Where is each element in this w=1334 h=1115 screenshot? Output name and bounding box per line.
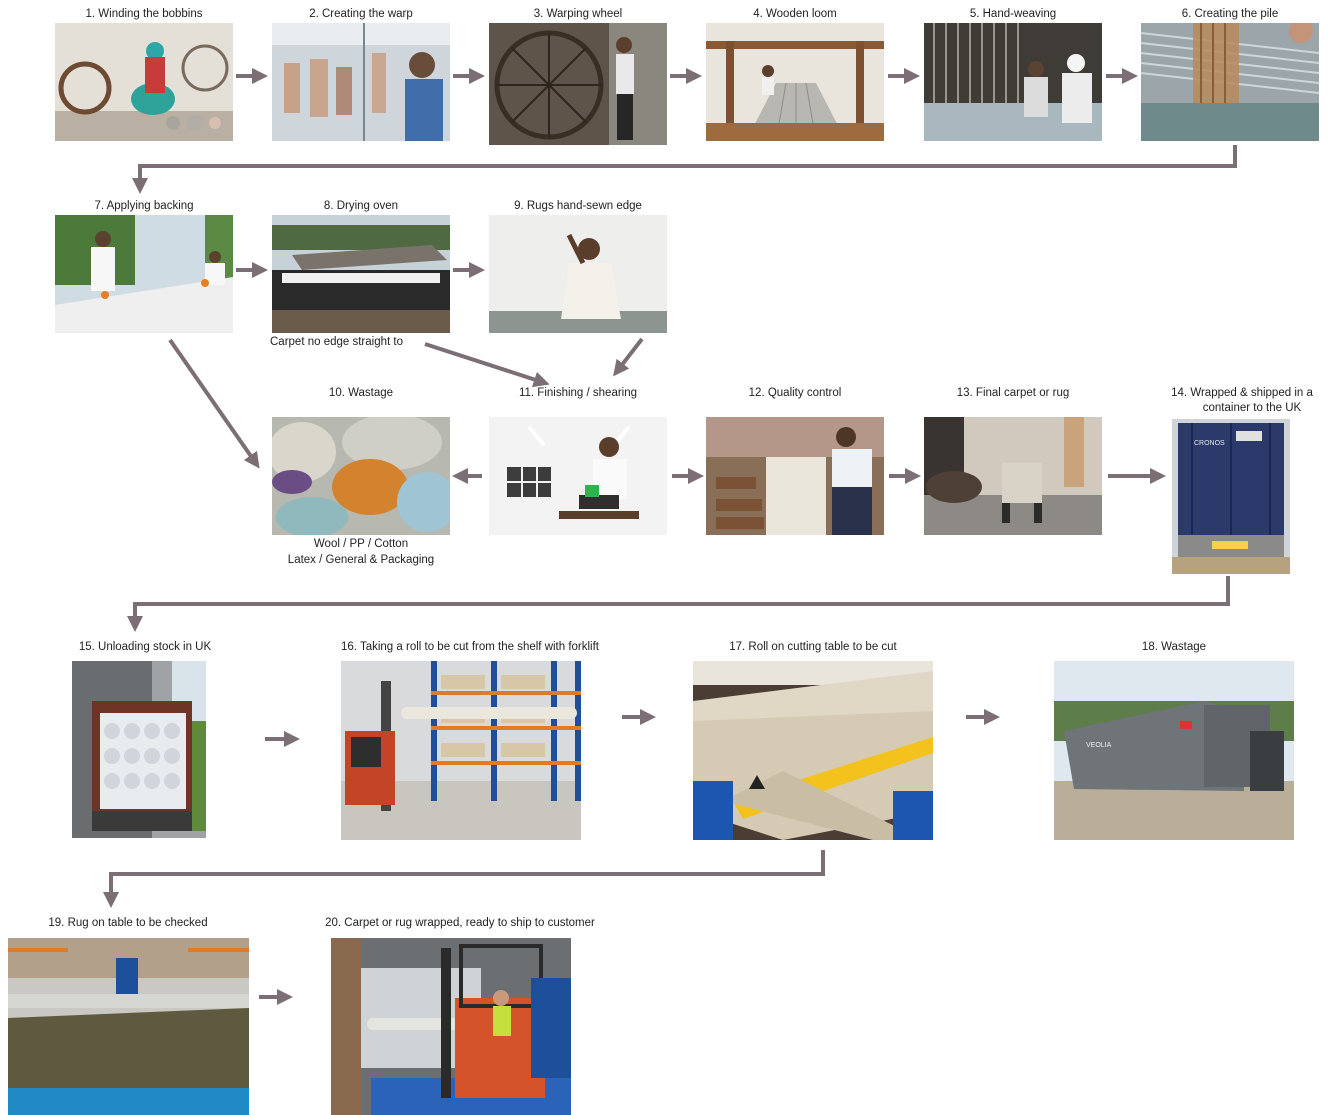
step-14-label-2: container to the UK (1202, 402, 1302, 414)
compactor-brand-text: VEOLIA (1086, 742, 1112, 749)
step-18-photo: VEOLIA (1054, 661, 1294, 840)
step-16-photo (341, 661, 581, 840)
step-18-label: 18. Wastage (1141, 641, 1207, 653)
step-15-photo (72, 661, 206, 838)
arrow-7-10 (168, 338, 260, 469)
step-7-label: 7. Applying backing (94, 200, 194, 212)
no-edge-note: Carpet no edge straight to (270, 336, 403, 348)
step-17-photo (693, 661, 933, 840)
step-4-label: 4. Wooden loom (753, 8, 837, 20)
step-3-photo (489, 23, 667, 145)
step-10-photo (272, 417, 450, 535)
wastage-note-1: Wool / PP / Cotton (313, 538, 409, 550)
step-4-photo (706, 23, 884, 141)
step-11-photo (489, 417, 667, 535)
step-5-label: 5. Hand-weaving (969, 8, 1057, 20)
step-20-photo (331, 938, 571, 1115)
container-brand-text: CRONOS (1194, 440, 1225, 447)
step-16-label: 16. Taking a roll to be cut from the she… (340, 641, 600, 653)
step-14-label-1: 14. Wrapped & shipped in a (1171, 387, 1313, 399)
step-6-label: 6. Creating the pile (1181, 8, 1279, 20)
step-19-label: 19. Rug on table to be checked (48, 917, 208, 929)
step-17-label: 17. Roll on cutting table to be cut (729, 641, 897, 653)
step-14-photo: CRONOS (1172, 419, 1290, 574)
step-13-photo (924, 417, 1102, 535)
step-3-label: 3. Warping wheel (533, 8, 623, 20)
step-9-photo (489, 215, 667, 333)
step-15-label: 15. Unloading stock in UK (78, 641, 212, 653)
step-20-label: 20. Carpet or rug wrapped, ready to ship… (325, 917, 595, 929)
arrow-6-7 (132, 145, 1237, 194)
step-1-photo (55, 23, 233, 141)
arrow-14-15 (127, 576, 1230, 632)
step-1-label: 1. Winding the bobbins (85, 8, 203, 20)
arrow-9-11 (613, 337, 644, 377)
step-12-label: 12. Quality control (748, 387, 842, 399)
step-11-label: 11. Finishing / shearing (518, 387, 638, 399)
step-10-label: 10. Wastage (328, 387, 394, 399)
step-13-label: 13. Final carpet or rug (956, 387, 1070, 399)
step-2-photo (272, 23, 450, 141)
step-7-photo (55, 215, 233, 333)
step-5-photo (924, 23, 1102, 141)
wastage-note-2: Latex / General & Packaging (287, 554, 435, 566)
step-9-label: 9. Rugs hand-sewn edge (514, 200, 642, 212)
arrow-8-11 (424, 342, 550, 388)
step-8-photo (272, 215, 450, 333)
arrow-17-19 (103, 850, 825, 908)
step-19-photo (8, 938, 249, 1115)
step-6-photo (1141, 23, 1319, 141)
step-8-label: 8. Drying oven (323, 200, 399, 212)
step-2-label: 2. Creating the warp (309, 8, 413, 20)
step-12-photo (706, 417, 884, 535)
